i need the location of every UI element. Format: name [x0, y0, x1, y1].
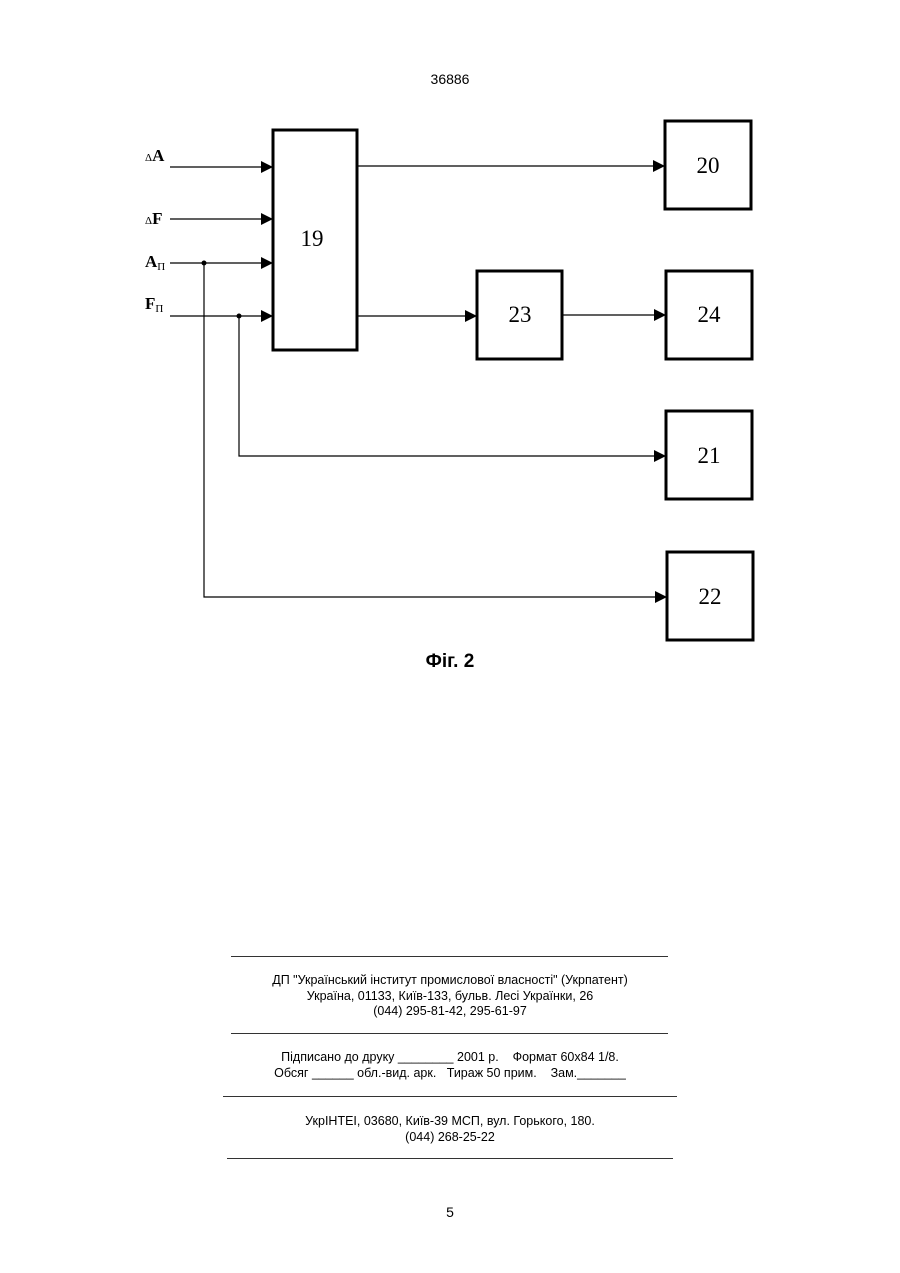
input-label-delta-a: ΔA — [145, 146, 165, 165]
block-21-label: 21 — [698, 443, 721, 468]
print-info-block: Підписано до друку ________ 2001 р. Форм… — [0, 1050, 900, 1081]
divider — [227, 1158, 673, 1159]
printer-block: УкрІНТЕІ, 03680, Київ-39 МСП, вул. Горьк… — [0, 1114, 900, 1145]
print-info-line: Підписано до друку ________ 2001 р. Форм… — [0, 1050, 900, 1066]
arrowhead — [655, 591, 667, 603]
input-label-f-p: FП — [145, 294, 163, 315]
arrowhead — [261, 213, 273, 225]
publisher-line: ДП "Український інститут промислової вла… — [0, 973, 900, 989]
arrowhead — [465, 310, 477, 322]
publisher-block: ДП "Український інститут промислової вла… — [0, 973, 900, 1020]
arrowhead — [261, 257, 273, 269]
divider — [223, 1096, 677, 1097]
arrowhead — [653, 160, 665, 172]
block-24-label: 24 — [698, 302, 722, 327]
input-label-a-p: AП — [145, 252, 165, 273]
document-number: 36886 — [0, 71, 900, 87]
divider — [231, 1033, 668, 1034]
divider — [231, 956, 668, 957]
arrowhead — [261, 310, 273, 322]
block-19-label: 19 — [301, 226, 324, 251]
block-23-label: 23 — [509, 302, 532, 327]
arrowhead — [654, 309, 666, 321]
publisher-line: Україна, 01133, Київ-133, бульв. Лесі Ук… — [0, 989, 900, 1005]
print-info-line: Обсяг ______ обл.-вид. арк. Тираж 50 при… — [0, 1066, 900, 1082]
block-22-label: 22 — [699, 584, 722, 609]
figure-caption: Фіг. 2 — [0, 651, 900, 673]
block-20-label: 20 — [697, 153, 720, 178]
printer-line: УкрІНТЕІ, 03680, Київ-39 МСП, вул. Горьк… — [0, 1114, 900, 1130]
printer-line: (044) 268-25-22 — [0, 1130, 900, 1146]
page-number: 5 — [0, 1204, 900, 1220]
publisher-line: (044) 295-81-42, 295-61-97 — [0, 1004, 900, 1020]
arrowhead — [654, 450, 666, 462]
arrowhead — [261, 161, 273, 173]
input-label-delta-f: ΔF — [145, 209, 162, 228]
block-diagram: ΔA ΔF AП FП 19 20 23 24 21 22 — [135, 105, 775, 655]
